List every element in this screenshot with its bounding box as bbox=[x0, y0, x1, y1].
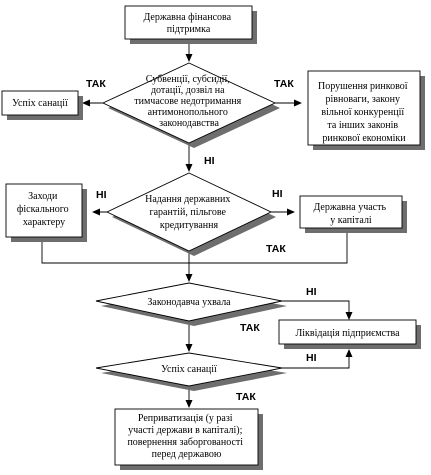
sanation-success-box: Успіх санації bbox=[1, 90, 83, 120]
label-no: НІ bbox=[306, 286, 317, 298]
decision-subsidies: Субвенції, субсидії, дотації, дозвіл на … bbox=[101, 62, 280, 148]
decision-sanation-label: Успіх санації bbox=[161, 364, 217, 375]
decision-subsidies-line: Субвенції, субсидії, bbox=[146, 74, 230, 85]
svg-text:Законодавча ухвала: Законодавча ухвала bbox=[147, 297, 231, 308]
label-no: НІ bbox=[204, 155, 215, 167]
reprivatization-line: перед державою bbox=[152, 449, 222, 460]
state-share-line: Державна участь bbox=[313, 202, 386, 213]
decision-guarantees-line: Надання державних bbox=[145, 194, 230, 205]
start-box-line: підтримка bbox=[167, 24, 211, 35]
reprivatization-line: повернення заборгованості bbox=[127, 437, 243, 448]
fiscal-measures-box: Заходи фіскального характеру bbox=[5, 183, 87, 242]
svg-text:Заходи фіскального: Заходи фіскального характеру bbox=[17, 191, 71, 228]
fiscal-measures-line: фіскального bbox=[17, 204, 69, 215]
reprivatization-line: участі держави в капіталі); bbox=[128, 425, 242, 436]
svg-text:Реприватизація (у разі у: Реприватизація (у разі участі держави в … bbox=[127, 413, 245, 460]
decision-subsidies-line: тимчасове недотримання bbox=[134, 96, 241, 107]
decision-law: Законодавча ухвала bbox=[95, 282, 287, 326]
market-violation-line: вільної конкуренції bbox=[321, 107, 404, 118]
fiscal-measures-line: характеру bbox=[23, 217, 65, 228]
decision-guarantees-line: гарантій, пільгове bbox=[150, 207, 227, 218]
reprivatization-box: Реприватизація (у разі участі держави в … bbox=[114, 408, 263, 470]
branch-labels: ТАК ТАК НІ НІ НІ ТАК НІ ТАК НІ ТАК bbox=[86, 78, 317, 403]
svg-text:Субвенції, субсидії, дот: Субвенції, субсидії, дотації, дозвіл на … bbox=[134, 74, 244, 129]
market-violation-box: Порушення ринкової рівноваги, закону віл… bbox=[307, 70, 425, 150]
decision-law-label: Законодавча ухвала bbox=[147, 297, 231, 308]
decision-subsidies-line: законодавства bbox=[159, 118, 219, 129]
state-share-line: у капіталі bbox=[330, 215, 372, 226]
arrow-d4-to-liquidation bbox=[281, 349, 353, 369]
connectors bbox=[41, 41, 353, 408]
arrow-d3-to-liquidation bbox=[281, 300, 353, 320]
line-state-share-merge bbox=[189, 231, 348, 264]
svg-text:Надання державних гарант: Надання державних гарантій, пільгове кре… bbox=[145, 194, 233, 231]
svg-text:Успіх санації: Успіх санації bbox=[161, 364, 217, 375]
fiscal-measures-line: Заходи bbox=[28, 191, 58, 202]
decision-guarantees: Надання державних гарантій, пільгове кре… bbox=[105, 172, 276, 256]
label-yes: ТАК bbox=[274, 78, 294, 90]
svg-text:Успіх санації: Успіх санації bbox=[12, 98, 68, 109]
start-box: Державна фінансова підтримка bbox=[124, 5, 257, 44]
state-share-box: Державна участь у капіталі bbox=[299, 195, 407, 233]
label-yes: ТАК bbox=[266, 243, 286, 255]
svg-text:Державна участь у капіта: Державна участь у капіталі bbox=[313, 202, 388, 226]
label-no: НІ bbox=[306, 352, 317, 364]
decision-sanation: Успіх санації bbox=[95, 352, 287, 391]
start-box-line: Державна фінансова bbox=[143, 12, 231, 23]
market-violation-line: Порушення ринкової bbox=[318, 81, 408, 92]
svg-text:Державна фінансова підтр: Державна фінансова підтримка bbox=[143, 12, 233, 35]
market-violation-line: рівноваги, закону bbox=[326, 94, 400, 105]
market-violation-line: ринкової економіки bbox=[322, 133, 406, 144]
label-yes: ТАК bbox=[240, 322, 260, 334]
svg-text:Порушення ринкової рівно: Порушення ринкової рівноваги, закону віл… bbox=[318, 81, 410, 144]
label-yes: ТАК bbox=[236, 391, 256, 403]
liquidation-box: Ліквідація підприємства bbox=[278, 319, 421, 349]
sanation-success-label: Успіх санації bbox=[12, 98, 68, 109]
label-no: НІ bbox=[272, 188, 283, 200]
liquidation-label: Ліквідація підприємства bbox=[295, 328, 400, 339]
svg-text:Ліквідація підприємства: Ліквідація підприємства bbox=[295, 328, 400, 339]
decision-guarantees-line: кредитування bbox=[160, 220, 219, 231]
line-fiscal-merge bbox=[41, 241, 189, 264]
market-violation-line: та інших законів bbox=[327, 120, 398, 131]
label-yes: ТАК bbox=[86, 78, 106, 90]
reprivatization-line: Реприватизація (у разі bbox=[138, 413, 233, 424]
label-no: НІ bbox=[96, 189, 107, 201]
decision-subsidies-line: дотації, дозвіл на bbox=[151, 85, 225, 96]
decision-subsidies-line: антимонопольного bbox=[148, 107, 228, 118]
